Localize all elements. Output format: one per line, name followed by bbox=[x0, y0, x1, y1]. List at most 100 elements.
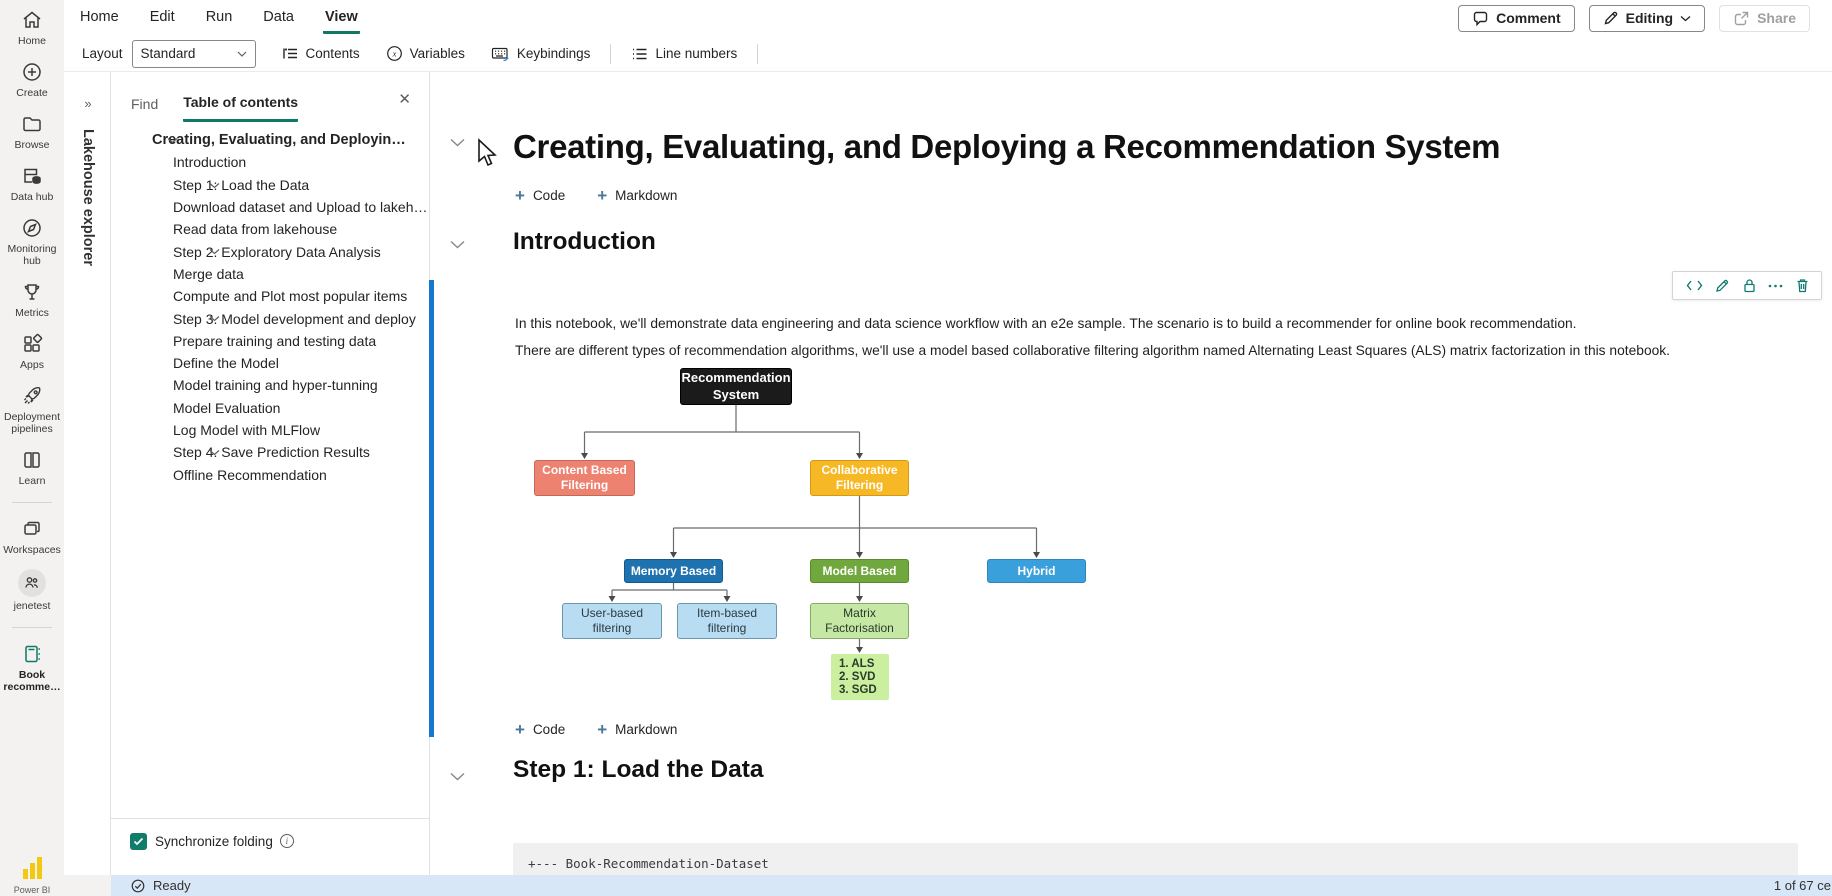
rail-item-monitoring-hub[interactable]: Monitoring hub bbox=[0, 216, 64, 267]
rail-item-deployment-pipelines[interactable]: Deployment pipelines bbox=[0, 384, 64, 435]
lock-cell-icon[interactable] bbox=[1743, 278, 1756, 293]
diagram-node-als-list: 1. ALS 2. SVD 3. SGD bbox=[831, 654, 889, 700]
mouse-cursor bbox=[476, 138, 498, 168]
toc-item[interactable]: Read data from lakehouse bbox=[173, 221, 338, 238]
view-toolbar: Layout Standard Contents x Variables Key… bbox=[64, 36, 1832, 72]
notebook-canvas: Creating, Evaluating, and Deploying a Re… bbox=[430, 72, 1832, 875]
add-markdown-button[interactable]: +Markdown bbox=[597, 186, 678, 205]
rail-item-learn[interactable]: Learn bbox=[0, 448, 64, 487]
intro-heading[interactable]: Introduction bbox=[513, 228, 656, 255]
chevron-down-icon[interactable] bbox=[209, 248, 220, 255]
menu-data[interactable]: Data bbox=[263, 9, 294, 25]
step1-heading[interactable]: Step 1: Load the Data bbox=[513, 756, 764, 783]
chevron-down-icon[interactable] bbox=[167, 137, 178, 144]
notebook-icon bbox=[20, 642, 44, 666]
contents-button[interactable]: Contents bbox=[282, 46, 360, 61]
notebook-title[interactable]: Creating, Evaluating, and Deploying a Re… bbox=[513, 128, 1501, 165]
add-markdown-button[interactable]: +Markdown bbox=[597, 720, 678, 739]
menu-edit[interactable]: Edit bbox=[149, 9, 175, 25]
collapse-step1-chevron-icon[interactable] bbox=[450, 772, 465, 781]
chevron-down-icon[interactable] bbox=[209, 315, 220, 322]
toc-item[interactable]: Introduction bbox=[173, 154, 247, 171]
toc-item[interactable]: Define the Model bbox=[173, 355, 279, 372]
tab-find[interactable]: Find bbox=[131, 95, 159, 112]
lakehouse-explorer-strip: » Lakehouse explorer bbox=[64, 72, 111, 896]
diagram-connectors bbox=[581, 405, 1040, 653]
diagram-node-recommendation-system: Recommendation System bbox=[680, 368, 792, 405]
diagram-node-matrix-factorisation: Matrix Factorisation bbox=[810, 603, 909, 639]
info-icon[interactable]: i bbox=[279, 834, 294, 848]
editing-mode-button[interactable]: Editing bbox=[1588, 4, 1706, 32]
rail-item-browse[interactable]: Browse bbox=[0, 112, 64, 151]
toc-item[interactable]: Compute and Plot most popular items bbox=[173, 288, 408, 305]
tab-table-of-contents[interactable]: Table of contents bbox=[183, 94, 299, 122]
keyboard-icon bbox=[491, 46, 510, 62]
learn-icon bbox=[20, 448, 44, 472]
rocket-icon bbox=[20, 384, 44, 408]
more-options-icon[interactable] bbox=[1768, 284, 1783, 288]
rail-item-workspaces[interactable]: Workspaces bbox=[0, 517, 64, 556]
code-view-icon[interactable] bbox=[1686, 279, 1703, 292]
rail-divider bbox=[12, 502, 52, 503]
rail-item-data-hub[interactable]: Data hub bbox=[0, 164, 64, 203]
menu-home[interactable]: Home bbox=[80, 9, 119, 25]
toc-item[interactable]: Prepare training and testing data bbox=[173, 332, 377, 349]
toc-item[interactable]: Offline Recommendation bbox=[173, 466, 327, 483]
status-ready-label: Ready bbox=[153, 878, 191, 893]
workspaces-icon bbox=[20, 517, 44, 541]
expand-panel-icon[interactable]: » bbox=[84, 96, 91, 111]
toc-item[interactable]: Model training and hyper-tunning bbox=[173, 377, 378, 394]
chevron-down-icon[interactable] bbox=[209, 182, 220, 189]
share-button[interactable]: Share bbox=[1719, 4, 1810, 32]
pencil-icon bbox=[1603, 10, 1619, 26]
edit-cell-icon[interactable] bbox=[1715, 278, 1730, 293]
plus-icon: + bbox=[597, 720, 608, 739]
rail-item-jenetest[interactable]: jenetest bbox=[0, 569, 64, 612]
delete-cell-icon[interactable] bbox=[1796, 278, 1809, 293]
menu-view[interactable]: View bbox=[322, 2, 360, 34]
toc-item[interactable]: Log Model with MLFlow bbox=[173, 422, 321, 438]
toc-item[interactable]: Step 1: Load the Data bbox=[173, 176, 310, 193]
rail-item-book-recommendation[interactable]: Book recomme… bbox=[0, 642, 64, 693]
line-numbers-button[interactable]: Line numbers bbox=[631, 46, 737, 61]
cell-count-label: 1 of 67 ce bbox=[1773, 878, 1831, 893]
status-bar: Ready 1 of 67 ce bbox=[111, 875, 1832, 896]
intro-paragraph-1: In this notebook, we'll demonstrate data… bbox=[515, 316, 1577, 331]
add-code-button[interactable]: +Code bbox=[515, 186, 566, 205]
lakehouse-explorer-tab[interactable]: Lakehouse explorer bbox=[80, 129, 96, 266]
toc-item[interactable]: Download dataset and Upload to lakeh… bbox=[173, 199, 428, 216]
home-icon bbox=[20, 8, 44, 32]
toc-scrollbar[interactable] bbox=[429, 280, 434, 737]
apps-icon bbox=[20, 332, 44, 356]
close-icon[interactable]: ✕ bbox=[398, 91, 411, 108]
menu-run[interactable]: Run bbox=[205, 9, 233, 25]
collapse-title-chevron-icon[interactable] bbox=[450, 138, 465, 147]
toc-item[interactable]: Creating, Evaluating, and Deployin… bbox=[152, 132, 406, 149]
rail-divider bbox=[12, 627, 52, 628]
power-bi-brand: Power BI bbox=[0, 857, 64, 896]
trophy-icon bbox=[20, 280, 44, 304]
plus-icon: + bbox=[515, 186, 525, 205]
rail-item-metrics[interactable]: Metrics bbox=[0, 280, 64, 319]
chevron-down-icon[interactable] bbox=[209, 449, 220, 456]
collapse-intro-chevron-icon[interactable] bbox=[450, 240, 465, 249]
keybindings-button[interactable]: Keybindings bbox=[491, 46, 590, 62]
variables-button[interactable]: x Variables bbox=[386, 45, 465, 62]
plus-icon: + bbox=[515, 720, 525, 739]
toc-item[interactable]: Merge data bbox=[173, 265, 244, 282]
rail-item-create[interactable]: Create bbox=[0, 60, 64, 99]
monitoring-hub-icon bbox=[20, 216, 44, 240]
toc-item[interactable]: Model Evaluation bbox=[173, 399, 281, 416]
layout-select[interactable]: Standard bbox=[131, 39, 256, 68]
code-cell[interactable]: +--- Book-Recommendation-Dataset bbox=[513, 843, 1798, 875]
ready-check-icon bbox=[131, 879, 145, 893]
add-code-button[interactable]: +Code bbox=[515, 720, 566, 739]
diagram-node-content-based: Content Based Filtering bbox=[534, 460, 635, 496]
comment-button[interactable]: Comment bbox=[1458, 4, 1575, 32]
rail-item-home[interactable]: Home bbox=[0, 8, 64, 47]
rail-item-apps[interactable]: Apps bbox=[0, 332, 64, 371]
synchronize-folding-checkbox[interactable] bbox=[130, 833, 147, 850]
toc-item[interactable]: Step 3. Model development and deploy bbox=[173, 310, 416, 327]
toc-item[interactable]: Step 2. Exploratory Data Analysis bbox=[173, 243, 381, 260]
toc-item[interactable]: Step 4. Save Prediction Results bbox=[173, 444, 370, 461]
